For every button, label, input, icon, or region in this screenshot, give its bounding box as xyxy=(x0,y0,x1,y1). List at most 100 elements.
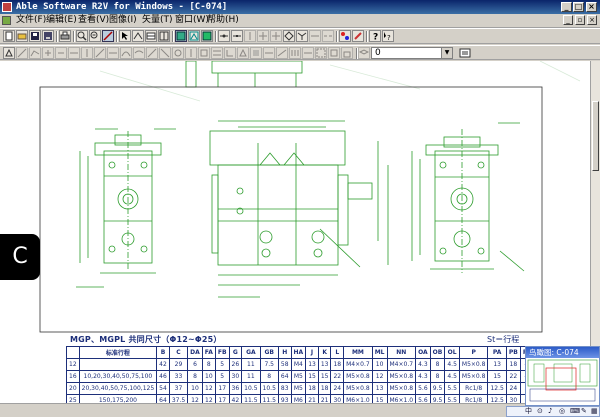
ime-handwrite-icon[interactable]: ✎ xyxy=(581,407,587,415)
col-header: PB xyxy=(505,346,521,359)
table-cell: 18 xyxy=(317,382,332,395)
overview-panel[interactable]: 鸟瞰图: C-074 xyxy=(525,346,600,406)
zoom-out-icon[interactable] xyxy=(89,30,101,42)
open-folder-icon[interactable] xyxy=(16,30,28,42)
align-icon[interactable] xyxy=(289,47,301,59)
ime-menu-icon[interactable]: ▦ xyxy=(591,407,598,415)
delete-node-icon[interactable] xyxy=(55,47,67,59)
mdi-close-button[interactable]: × xyxy=(587,15,597,25)
move-node-icon[interactable] xyxy=(68,47,80,59)
diamond-icon[interactable] xyxy=(283,30,295,42)
move-left-right-icon[interactable] xyxy=(218,30,230,42)
cross-node-icon[interactable] xyxy=(270,30,282,42)
split-line-icon[interactable] xyxy=(94,47,106,59)
menu-help[interactable]: 帮助(H) xyxy=(207,15,239,25)
save-icon[interactable] xyxy=(29,30,41,42)
corner-icon[interactable] xyxy=(224,47,236,59)
offset-icon[interactable] xyxy=(211,47,223,59)
edit-node-icon[interactable] xyxy=(132,30,144,42)
menu-file[interactable]: 文件(F) xyxy=(16,15,47,25)
scale-icon[interactable] xyxy=(198,47,210,59)
col-bore xyxy=(66,346,80,359)
print-icon[interactable] xyxy=(59,30,71,42)
table-cell: 15 xyxy=(317,370,332,383)
rotate-icon[interactable] xyxy=(172,47,184,59)
table-cell: 30 xyxy=(228,370,243,383)
maximize-button[interactable]: □ xyxy=(573,2,584,12)
minimize-button[interactable]: _ xyxy=(561,2,572,12)
ime-punct-icon[interactable]: ◎ xyxy=(559,407,566,415)
menu-view[interactable]: 查看(V) xyxy=(78,15,110,25)
overlay-view-icon[interactable] xyxy=(201,30,213,42)
title-bar: Able Software R2V for Windows - [C-074] … xyxy=(0,0,600,14)
horizontal-scrollbar[interactable] xyxy=(0,403,525,417)
node-line-icon[interactable] xyxy=(231,30,243,42)
grid-icon[interactable] xyxy=(158,30,170,42)
merge-icon[interactable] xyxy=(296,30,308,42)
new-file-icon[interactable] xyxy=(3,30,15,42)
vector-tool-icon[interactable] xyxy=(3,47,15,59)
table-cell: 46 xyxy=(156,370,170,383)
label-icon[interactable] xyxy=(263,47,275,59)
pencil-tool-icon[interactable] xyxy=(102,30,114,42)
break-icon[interactable] xyxy=(322,30,334,42)
distribute-icon[interactable] xyxy=(302,47,314,59)
add-node-icon[interactable] xyxy=(42,47,54,59)
vector-view-icon[interactable] xyxy=(188,30,200,42)
col-header: DA xyxy=(187,346,203,359)
ime-mode-icon[interactable]: ⊙ xyxy=(537,407,543,415)
trim-icon[interactable] xyxy=(159,47,171,59)
mirror-icon[interactable] xyxy=(185,47,197,59)
layer-properties-icon[interactable] xyxy=(459,47,471,59)
smooth-icon[interactable] xyxy=(133,47,145,59)
chevron-down-icon[interactable]: ▼ xyxy=(441,48,452,58)
ime-keyboard-icon[interactable]: ⌨ xyxy=(570,407,581,415)
layer-select[interactable]: 0 ▼ xyxy=(371,47,453,59)
reshape-icon[interactable] xyxy=(120,47,132,59)
extend-icon[interactable] xyxy=(146,47,158,59)
group-icon[interactable] xyxy=(315,47,327,59)
ungroup-icon[interactable] xyxy=(328,47,340,59)
ime-language[interactable]: 中 xyxy=(525,407,532,415)
table-cell: M5×0.8 xyxy=(386,370,417,383)
lock-icon[interactable] xyxy=(341,47,353,59)
mdi-restore-button[interactable]: ▫ xyxy=(575,15,585,25)
menu-window[interactable]: 窗口(W) xyxy=(175,15,209,25)
table-cell: 15 xyxy=(305,370,319,383)
menu-vector[interactable]: 矢量(T) xyxy=(142,15,173,25)
vertical-scrollbar[interactable] xyxy=(590,61,600,403)
cross-icon[interactable] xyxy=(257,30,269,42)
help-icon[interactable]: ? xyxy=(369,30,381,42)
table-cell: 8 xyxy=(187,370,203,383)
menu-image[interactable]: 图像(I) xyxy=(109,15,137,25)
scroll-thumb[interactable] xyxy=(592,101,599,171)
table-cell: M5×0.8 xyxy=(458,370,489,383)
close-button[interactable]: × xyxy=(586,2,597,12)
draw-polyline-icon[interactable] xyxy=(29,47,41,59)
raster-view-icon[interactable] xyxy=(175,30,187,42)
menu-edit[interactable]: 编辑(E) xyxy=(46,15,77,25)
table-cell: 36 xyxy=(228,382,243,395)
measure-icon[interactable] xyxy=(276,47,288,59)
table-icon[interactable] xyxy=(145,30,157,42)
mdi-minimize-button[interactable]: _ xyxy=(563,15,573,25)
zoom-in-icon[interactable] xyxy=(76,30,88,42)
fill-icon[interactable] xyxy=(250,47,262,59)
save-as-icon[interactable] xyxy=(42,30,54,42)
color-nodes-icon[interactable] xyxy=(339,30,351,42)
document-icon[interactable] xyxy=(2,16,11,25)
arrow-select-icon[interactable] xyxy=(119,30,131,42)
vertical-split-icon[interactable] xyxy=(244,30,256,42)
context-help-icon[interactable]: ? xyxy=(382,30,394,42)
chapter-badge: C xyxy=(0,234,40,280)
main-toolbar: ? ? xyxy=(0,28,600,44)
connect-icon[interactable] xyxy=(107,47,119,59)
brush-icon[interactable] xyxy=(352,30,364,42)
join-icon[interactable] xyxy=(309,30,321,42)
draw-line-icon[interactable] xyxy=(16,47,28,59)
ime-sound-icon[interactable]: ♪ xyxy=(548,407,553,415)
snap-icon[interactable] xyxy=(81,47,93,59)
table-cell: 20 xyxy=(66,382,80,395)
layer-icon[interactable] xyxy=(358,47,370,59)
close-polygon-icon[interactable] xyxy=(237,47,249,59)
